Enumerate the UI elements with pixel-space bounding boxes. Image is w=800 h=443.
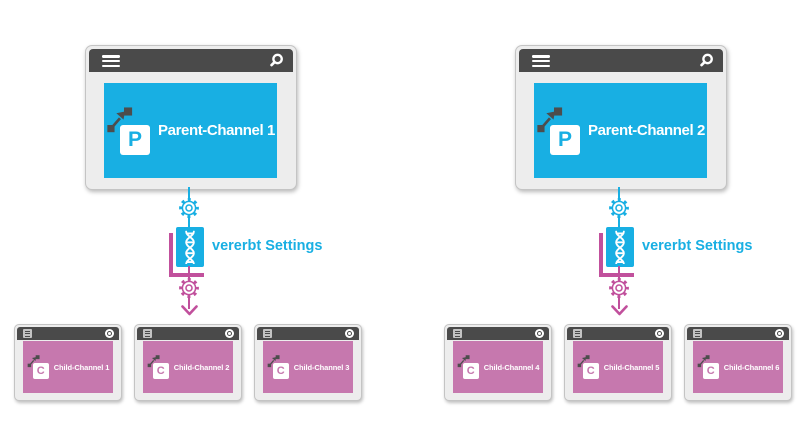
search-icon [775, 329, 784, 338]
child-channel-icon: C [577, 354, 599, 380]
gear-icon-bottom [179, 278, 199, 298]
inherit-settings-label: vererbt Settings [212, 238, 323, 254]
child-window-1: C Child-Channel 1 [14, 324, 122, 401]
dna-icon [185, 230, 195, 264]
parent-window-2: P Parent-Channel 2 [515, 45, 727, 190]
branch-icon [27, 354, 40, 367]
child-badge: C [702, 362, 719, 379]
gear-icon-top [179, 198, 199, 218]
parent-channel-box: P Parent-Channel 1 [104, 83, 277, 178]
child-channel-box: C Child-Channel 5 [573, 341, 663, 393]
parent-badge: P [550, 124, 581, 155]
branch-icon [147, 354, 160, 367]
child-badge: C [462, 362, 479, 379]
search-icon [270, 53, 283, 67]
child-window-6: C Child-Channel 6 [684, 324, 792, 401]
parent-badge-letter: P [128, 127, 143, 151]
search-icon [225, 329, 234, 338]
inheritance-bracket [599, 233, 634, 277]
child-channel-icon: C [147, 354, 169, 380]
window-titlebar [137, 327, 239, 340]
window-titlebar [519, 49, 723, 72]
inherit-settings-label: vererbt Settings [642, 238, 753, 254]
parent-badge: P [120, 124, 151, 155]
parent-badge-letter: P [558, 127, 573, 151]
menu-icon [263, 329, 272, 338]
menu-icon [573, 329, 582, 338]
child-badge-letter: C [586, 364, 595, 377]
dna-tile [606, 227, 634, 267]
child-window-2: C Child-Channel 2 [134, 324, 242, 401]
child-badge-letter: C [156, 364, 165, 377]
child-channel-icon: C [697, 354, 719, 380]
child-window-4: C Child-Channel 4 [444, 324, 552, 401]
inheritance-bracket [169, 233, 204, 277]
search-icon [655, 329, 664, 338]
branch-icon [457, 354, 470, 367]
parent-channel-icon: P [106, 106, 151, 155]
child-channel-label: Child-Channel 4 [483, 362, 540, 372]
child-channel-box: C Child-Channel 4 [453, 341, 543, 393]
window-titlebar [447, 327, 549, 340]
child-channel-label: Child-Channel 3 [293, 362, 350, 372]
menu-icon [23, 329, 32, 338]
child-channel-box: C Child-Channel 3 [263, 341, 353, 393]
dna-tile [176, 227, 204, 267]
child-badge: C [582, 362, 599, 379]
branch-icon [577, 354, 590, 367]
search-icon [700, 53, 713, 67]
menu-icon [693, 329, 702, 338]
menu-icon [532, 55, 550, 70]
gear-icon-bottom [609, 278, 629, 298]
window-titlebar [687, 327, 789, 340]
parent-channel-icon: P [536, 106, 581, 155]
gear-icon-top [609, 198, 629, 218]
window-titlebar [89, 49, 293, 72]
child-window-5: C Child-Channel 5 [564, 324, 672, 401]
child-badge: C [152, 362, 169, 379]
window-titlebar [17, 327, 119, 340]
parent-window-1: P Parent-Channel 1 [85, 45, 297, 190]
window-titlebar [257, 327, 359, 340]
child-channel-box: C Child-Channel 2 [143, 341, 233, 393]
branch-icon [697, 354, 710, 367]
child-badge-letter: C [706, 364, 715, 377]
child-channel-box: C Child-Channel 1 [23, 341, 113, 393]
branch-icon [537, 106, 563, 132]
branch-icon [107, 106, 133, 132]
child-channel-icon: C [457, 354, 479, 380]
child-channel-box: C Child-Channel 6 [693, 341, 783, 393]
child-channel-label: Child-Channel 2 [173, 362, 230, 372]
child-channel-label: Child-Channel 1 [53, 362, 110, 372]
channel-group-2: P Parent-Channel 2 vererbt Settings [430, 0, 800, 443]
child-channel-label: Child-Channel 5 [603, 362, 660, 372]
child-badge: C [32, 362, 49, 379]
search-icon [105, 329, 114, 338]
child-window-3: C Child-Channel 3 [254, 324, 362, 401]
menu-icon [453, 329, 462, 338]
search-icon [345, 329, 354, 338]
arrow-down-icon [611, 305, 628, 316]
parent-channel-label: Parent-Channel 1 [158, 122, 275, 139]
child-badge-letter: C [276, 364, 285, 377]
child-badge-letter: C [466, 364, 475, 377]
search-icon [535, 329, 544, 338]
child-badge: C [272, 362, 289, 379]
parent-channel-label: Parent-Channel 2 [588, 122, 705, 139]
child-badge-letter: C [36, 364, 45, 377]
menu-icon [143, 329, 152, 338]
child-channel-label: Child-Channel 6 [723, 362, 780, 372]
menu-icon [102, 55, 120, 70]
child-channel-icon: C [267, 354, 289, 380]
dna-icon [615, 230, 625, 264]
window-titlebar [567, 327, 669, 340]
channel-group-1: P Parent-Channel 1 vererbt Settings [0, 0, 370, 443]
parent-channel-box: P Parent-Channel 2 [534, 83, 707, 178]
branch-icon [267, 354, 280, 367]
child-channel-icon: C [27, 354, 49, 380]
arrow-down-icon [181, 305, 198, 316]
